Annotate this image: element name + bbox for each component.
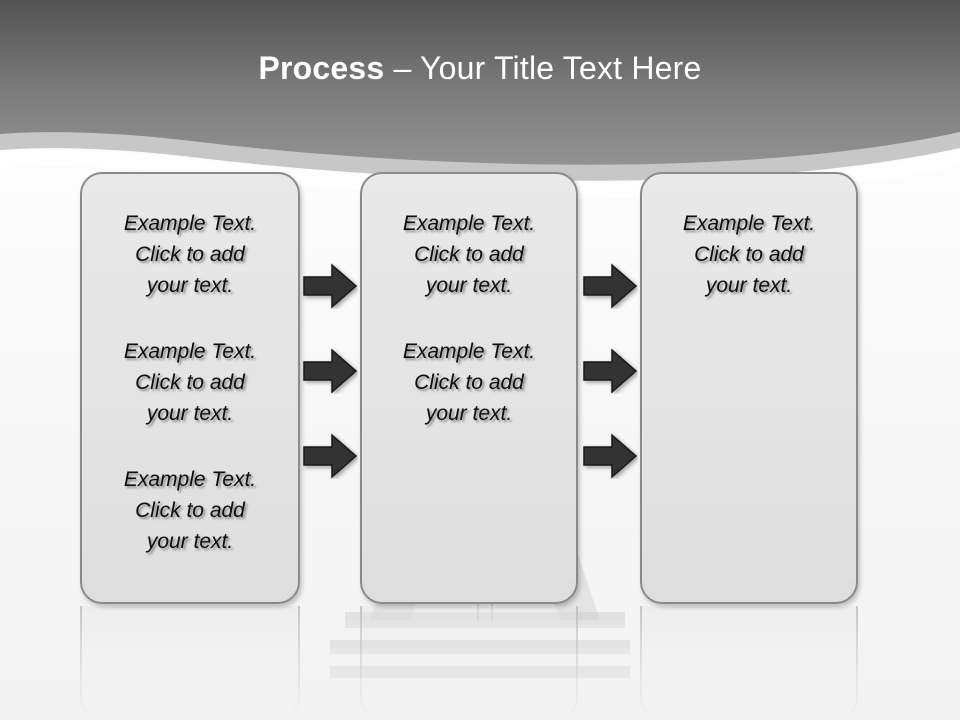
process-panel-1[interactable]: Example Text. Click to add your text. Ex… [80, 172, 300, 604]
panel-reflection [80, 606, 300, 720]
panel-reflection [360, 606, 578, 720]
panel-2-text-block-1[interactable]: Example Text. Click to add your text. [402, 212, 536, 297]
panel-2-text-block-2[interactable]: Example Text. Click to add your text. [402, 340, 536, 425]
process-panel-2[interactable]: Example Text. Click to add your text. Ex… [360, 172, 578, 604]
panel-1-text-block-3[interactable]: Example Text. Click to add your text. [123, 468, 257, 553]
panel-1-text-block-2[interactable]: Example Text. Click to add your text. [123, 340, 257, 425]
right-arrow-icon[interactable] [302, 348, 358, 394]
right-arrow-icon[interactable] [302, 433, 358, 479]
right-arrow-icon[interactable] [582, 263, 638, 309]
panel-3-text-block-1[interactable]: Example Text. Click to add your text. [682, 212, 816, 297]
panel-reflection [640, 606, 858, 720]
page-title-rest: – Your Title Text Here [384, 50, 702, 86]
page-title-strong: Process [258, 50, 385, 86]
right-arrow-icon[interactable] [582, 348, 638, 394]
process-panel-3[interactable]: Example Text. Click to add your text. [640, 172, 858, 604]
page-title: Process – Your Title Text Here [0, 48, 960, 88]
panel-1-text-block-1[interactable]: Example Text. Click to add your text. [123, 212, 257, 297]
right-arrow-icon[interactable] [302, 263, 358, 309]
right-arrow-icon[interactable] [582, 433, 638, 479]
